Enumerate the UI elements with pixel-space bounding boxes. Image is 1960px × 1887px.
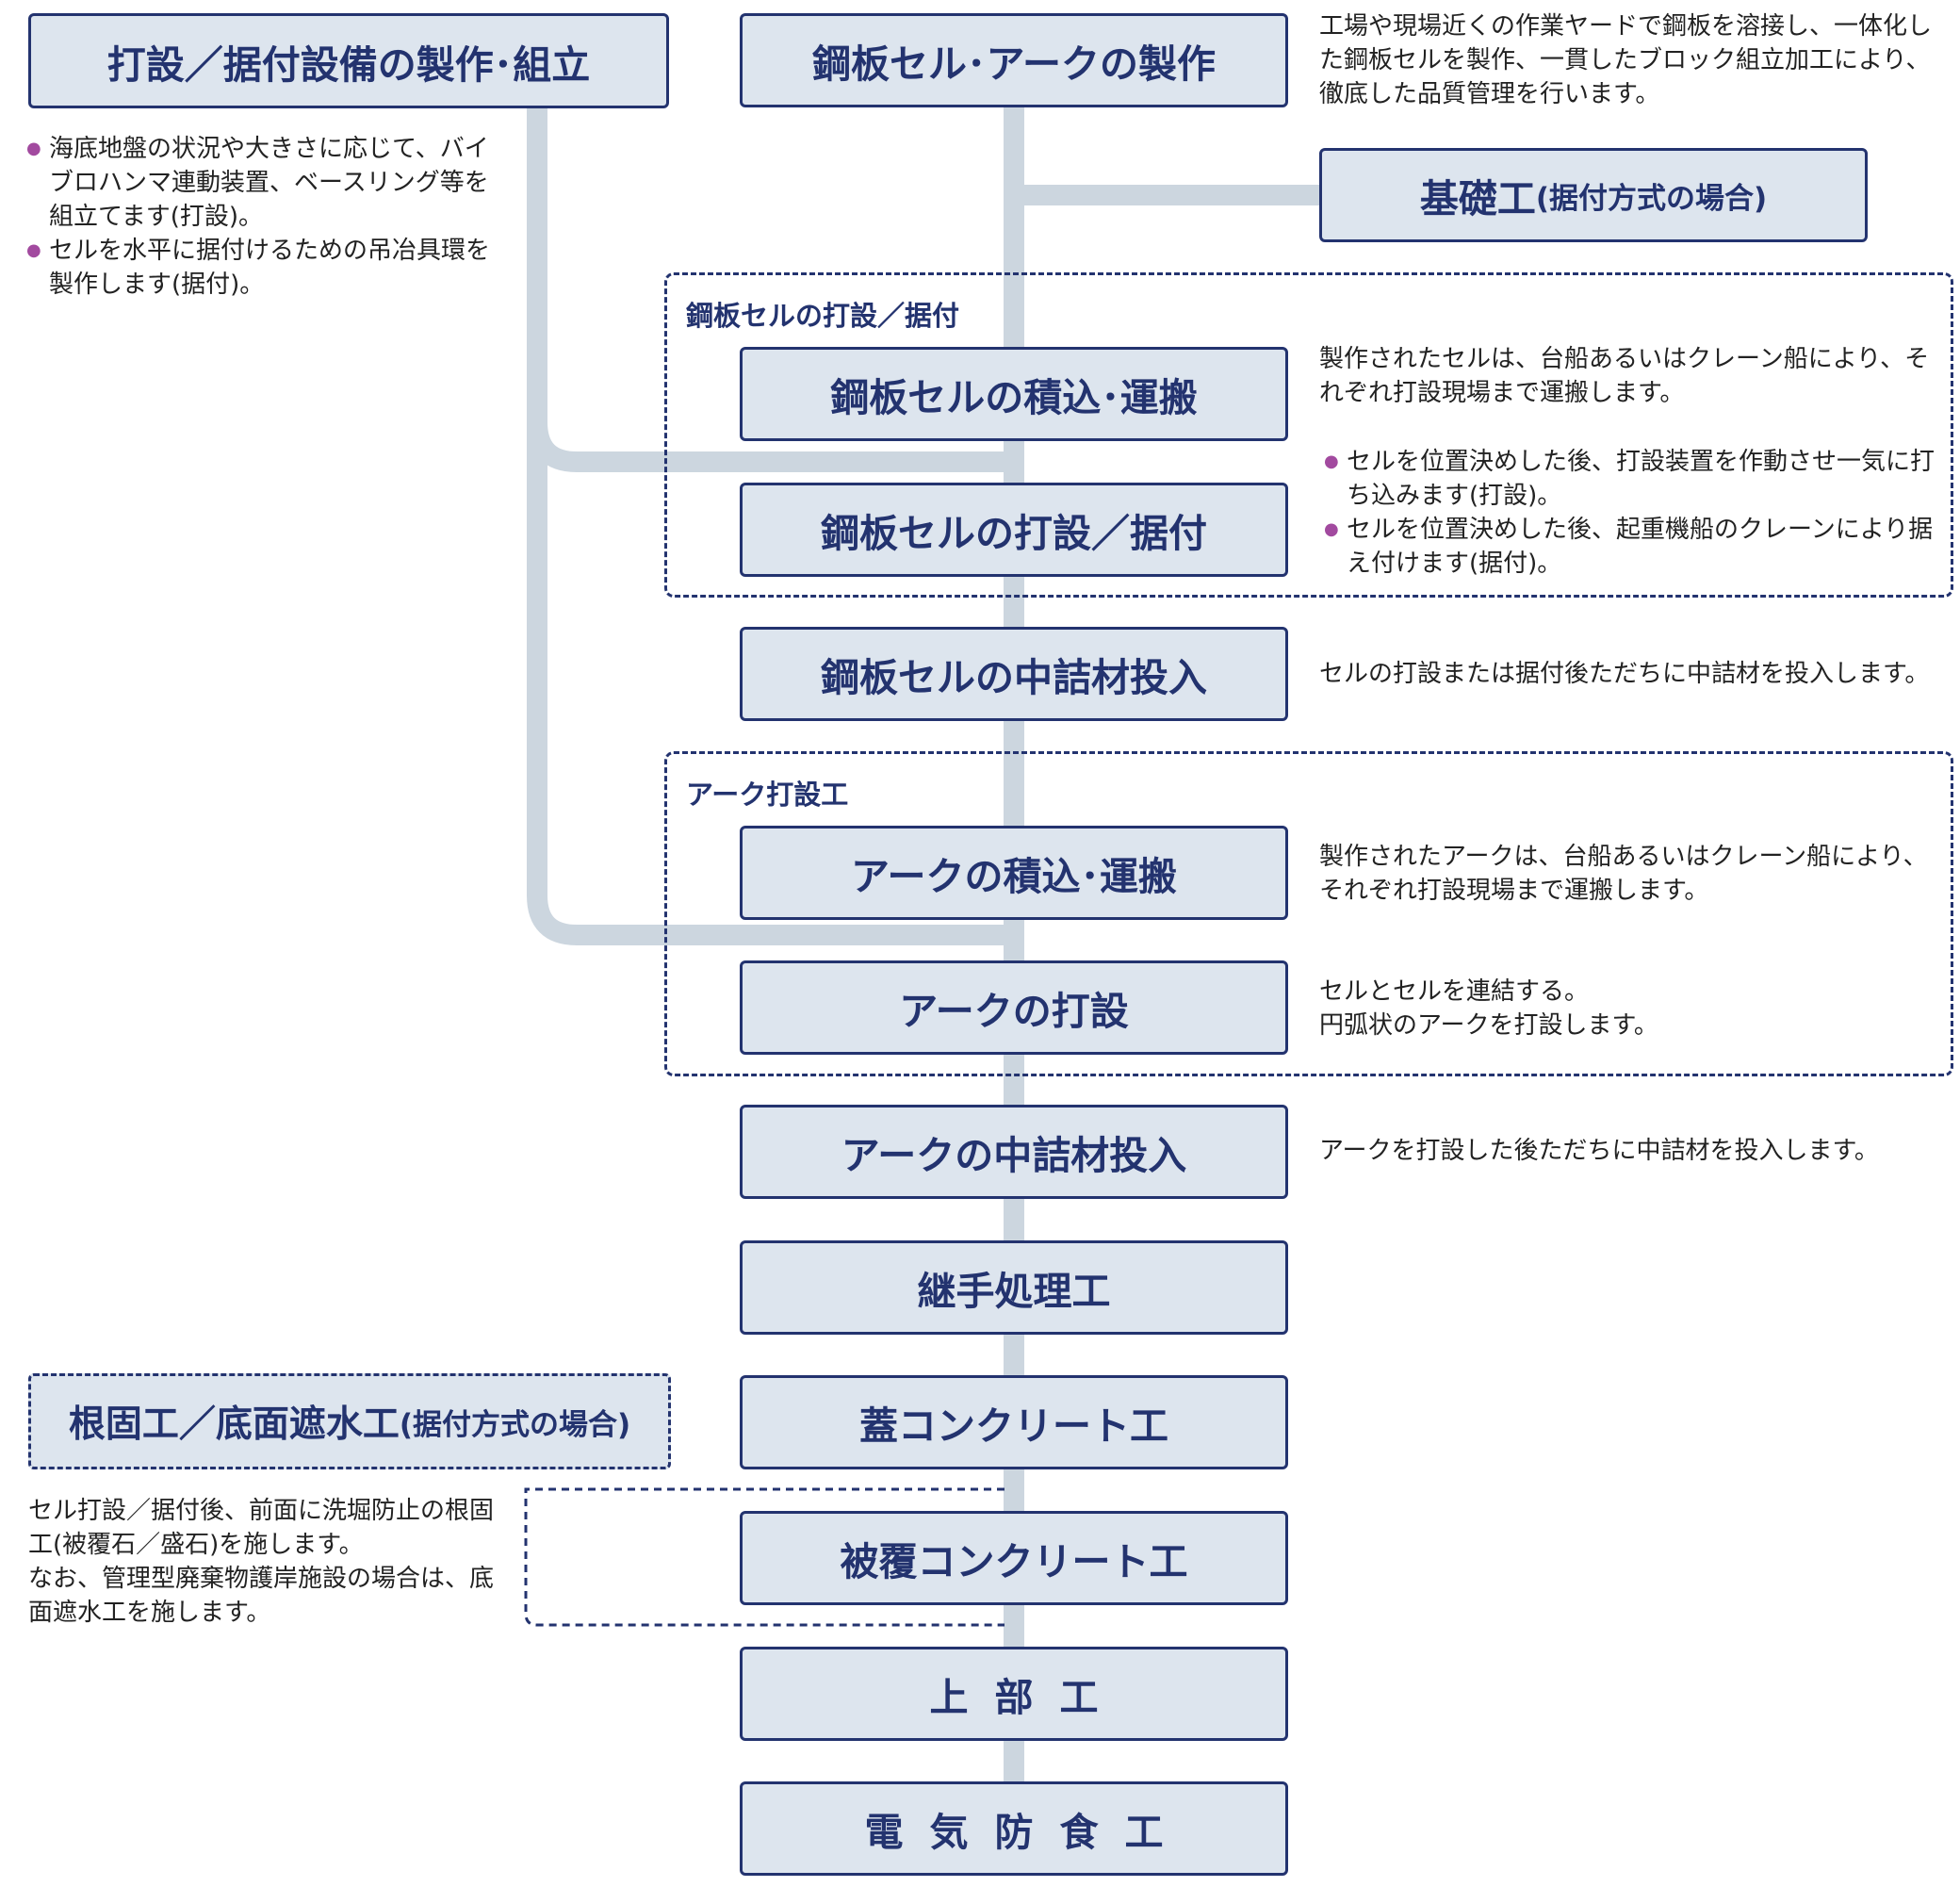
step-arc-driving: アークの打設 xyxy=(740,960,1288,1055)
step-cathodic-protection-title: 電気防食工 xyxy=(864,1810,1190,1855)
toe-protection-box: 根固工／底面遮水工(据付方式の場合) xyxy=(28,1373,671,1469)
step-cell-loading: 鋼板セルの積込･運搬 xyxy=(740,347,1288,441)
cell-driving-bullet-2: セルを位置決めした後、起重機船のクレーンにより据え付けます(据付)。 xyxy=(1324,513,1946,581)
cell-driving-bullet-1: セルを位置決めした後、打設装置を作動させ一気に打ち込みます(打設)。 xyxy=(1324,445,1946,513)
arc-fill-desc: アークを打設した後ただちに中詰材を投入します。 xyxy=(1319,1137,1879,1165)
step-lid-concrete-title: 蓋コンクリート工 xyxy=(859,1403,1168,1449)
group-cell-installation: 鋼板セルの打設／据付 xyxy=(664,272,1953,598)
foundation-box: 基礎工(据付方式の場合) xyxy=(1319,148,1868,242)
toe-protection-title-sub: (据付方式の場合) xyxy=(399,1407,631,1442)
step-cell-driving-title: 鋼板セルの打設／据付 xyxy=(821,511,1207,556)
arc-loading-desc: 製作されたアークは、台船あるいはクレーン船により、それぞれ打設現場まで運搬します… xyxy=(1319,843,1928,905)
cell-driving-desc: セルを位置決めした後、打設装置を作動させ一気に打ち込みます(打設)。 セルを位置… xyxy=(1324,445,1946,581)
equipment-note-2: セルを水平に据付けるための吊冶具環を製作します(据付)。 xyxy=(26,234,498,302)
foundation-title-sub: (据付方式の場合) xyxy=(1535,181,1768,216)
step-joint: 継手処理工 xyxy=(740,1240,1288,1335)
toe-protection-dashed-link xyxy=(524,1487,1004,1627)
arc-driving-desc: セルとセルを連結する。 円弧状のアークを打設します。 xyxy=(1319,977,1658,1040)
step-arc-fill-title: アークの中詰材投入 xyxy=(841,1133,1187,1178)
step-arc-driving-title: アークの打設 xyxy=(899,989,1129,1034)
step-cell-fill-title: 鋼板セルの中詰材投入 xyxy=(821,655,1207,700)
step-superstructure: 上部工 xyxy=(740,1647,1288,1741)
toe-protection-title: 根固工／底面遮水工 xyxy=(68,1403,400,1446)
equipment-fabrication-title: 打設／据付設備の製作･組立 xyxy=(106,41,591,88)
cell-loading-desc: 製作されたセルは、台船あるいはクレーン船により、それぞれ打設現場まで運搬します。 xyxy=(1319,345,1930,407)
group-title-arc-driving: アーク打設工 xyxy=(686,779,849,811)
step-fabrication: 鋼板セル･アークの製作 xyxy=(740,13,1288,107)
step-fabrication-title: 鋼板セル･アークの製作 xyxy=(811,41,1217,87)
step-cover-concrete-title: 被覆コンクリート工 xyxy=(840,1539,1188,1584)
cell-fill-desc: セルの打設または据付後ただちに中詰材を投入します。 xyxy=(1319,660,1930,688)
step-cover-concrete: 被覆コンクリート工 xyxy=(740,1511,1288,1605)
group-arc-driving: アーク打設工 xyxy=(664,751,1953,1076)
fabrication-desc: 工場や現場近くの作業ヤードで鋼板を溶接し、一体化した鋼板セルを製作、一貫したブロ… xyxy=(1319,12,1933,108)
step-superstructure-title: 上部工 xyxy=(929,1675,1125,1720)
step-joint-title: 継手処理工 xyxy=(917,1269,1111,1314)
step-arc-loading-title: アークの積込･運搬 xyxy=(850,854,1178,899)
step-cell-loading-title: 鋼板セルの積込･運搬 xyxy=(830,375,1198,420)
step-cathodic-protection: 電気防食工 xyxy=(740,1781,1288,1876)
equipment-fabrication-notes: 海底地盤の状況や大きさに応じて、バイブロハンマ連動装置、ベースリング等を組立てま… xyxy=(26,132,498,302)
equipment-note-1: 海底地盤の状況や大きさに応じて、バイブロハンマ連動装置、ベースリング等を組立てま… xyxy=(26,132,498,234)
toe-note-1: セル打設／据付後、前面に洗堀防止の根固工(被覆石／盛石)を施します。 xyxy=(28,1497,495,1559)
step-arc-fill: アークの中詰材投入 xyxy=(740,1105,1288,1199)
toe-note-2: なお、管理型廃棄物護岸施設の場合は、底面遮水工を施します。 xyxy=(28,1565,495,1627)
step-lid-concrete: 蓋コンクリート工 xyxy=(740,1375,1288,1469)
step-cell-fill: 鋼板セルの中詰材投入 xyxy=(740,627,1288,721)
equipment-fabrication-box: 打設／据付設備の製作･組立 xyxy=(28,13,669,108)
foundation-title: 基礎工 xyxy=(1419,176,1536,222)
equipment-branch-line-lower xyxy=(527,422,1014,945)
step-cell-driving: 鋼板セルの打設／据付 xyxy=(740,483,1288,577)
step-arc-loading: アークの積込･運搬 xyxy=(740,826,1288,920)
toe-protection-notes: セル打設／据付後、前面に洗堀防止の根固工(被覆石／盛石)を施します。 なお、管理… xyxy=(28,1494,499,1630)
group-title-cell-installation: 鋼板セルの打設／据付 xyxy=(686,300,960,332)
